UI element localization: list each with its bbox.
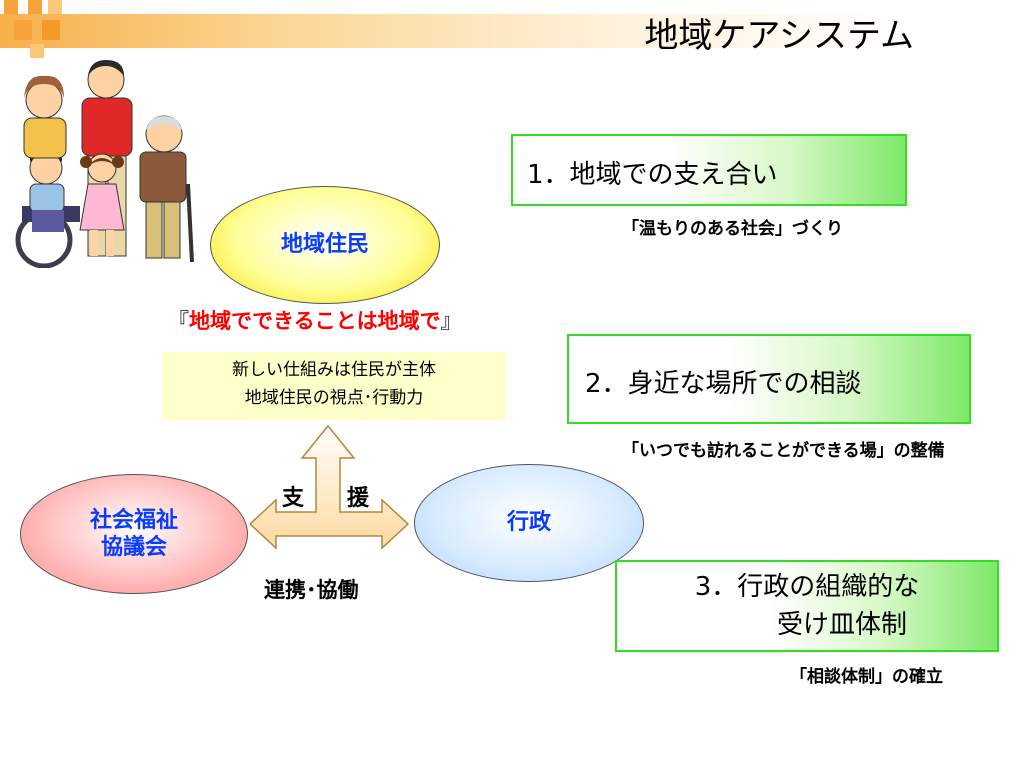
resident-oval: 地域住民 bbox=[210, 186, 440, 304]
point-3-heading-line1: 3．行政の組織的な bbox=[694, 572, 920, 602]
point-3-heading-line2: 受け皿体制 bbox=[776, 610, 907, 640]
point-3-subtitle: 「相談体制」の確立 bbox=[790, 667, 943, 687]
cooperation-label: 連携･協働 bbox=[264, 578, 359, 602]
point-3-box: 3．行政の組織的な 受け皿体制 bbox=[615, 560, 999, 652]
header-band bbox=[0, 14, 1024, 48]
point-2-box: 2．身近な場所での相談 bbox=[567, 334, 971, 424]
council-line1: 社会福祉 bbox=[89, 507, 178, 533]
header-decoration bbox=[0, 0, 80, 60]
resident-note-line2: 地域住民の視点･行動力 bbox=[244, 388, 424, 408]
three-way-arrow-icon bbox=[250, 424, 410, 550]
slogan-bracket-open: 『 bbox=[168, 309, 189, 333]
slogan-bracket-close: 』 bbox=[440, 309, 462, 333]
point-1-subtitle: 「温もりのある社会」づくり bbox=[622, 219, 843, 239]
point-2-heading: 2．身近な場所での相談 bbox=[585, 369, 862, 399]
point-1-heading: 1．地域での支え合い bbox=[527, 160, 778, 190]
social-welfare-council-oval: 社会福祉 協議会 bbox=[20, 474, 248, 594]
slogan-text: 地域でできることは地域で bbox=[189, 309, 441, 333]
support-label-right: 援 bbox=[347, 486, 370, 511]
resident-note-box: 新しい仕組みは住民が主体 地域住民の視点･行動力 bbox=[162, 352, 506, 420]
family-people-illustration bbox=[15, 60, 194, 268]
point-1-box: 1．地域での支え合い bbox=[511, 134, 907, 206]
administration-label: 行政 bbox=[506, 510, 551, 536]
resident-oval-label: 地域住民 bbox=[280, 232, 369, 258]
council-line2: 協議会 bbox=[100, 535, 167, 560]
point-2-subtitle: 「いつでも訪れることができる場」の整備 bbox=[622, 441, 945, 461]
slogan: 『地域でできることは地域で』 bbox=[168, 305, 462, 335]
slide-title: 地域ケアシステム bbox=[644, 16, 914, 56]
administration-oval: 行政 bbox=[414, 464, 644, 582]
resident-note-line1: 新しい仕組みは住民が主体 bbox=[232, 360, 436, 380]
support-label-left: 支 bbox=[282, 486, 305, 511]
